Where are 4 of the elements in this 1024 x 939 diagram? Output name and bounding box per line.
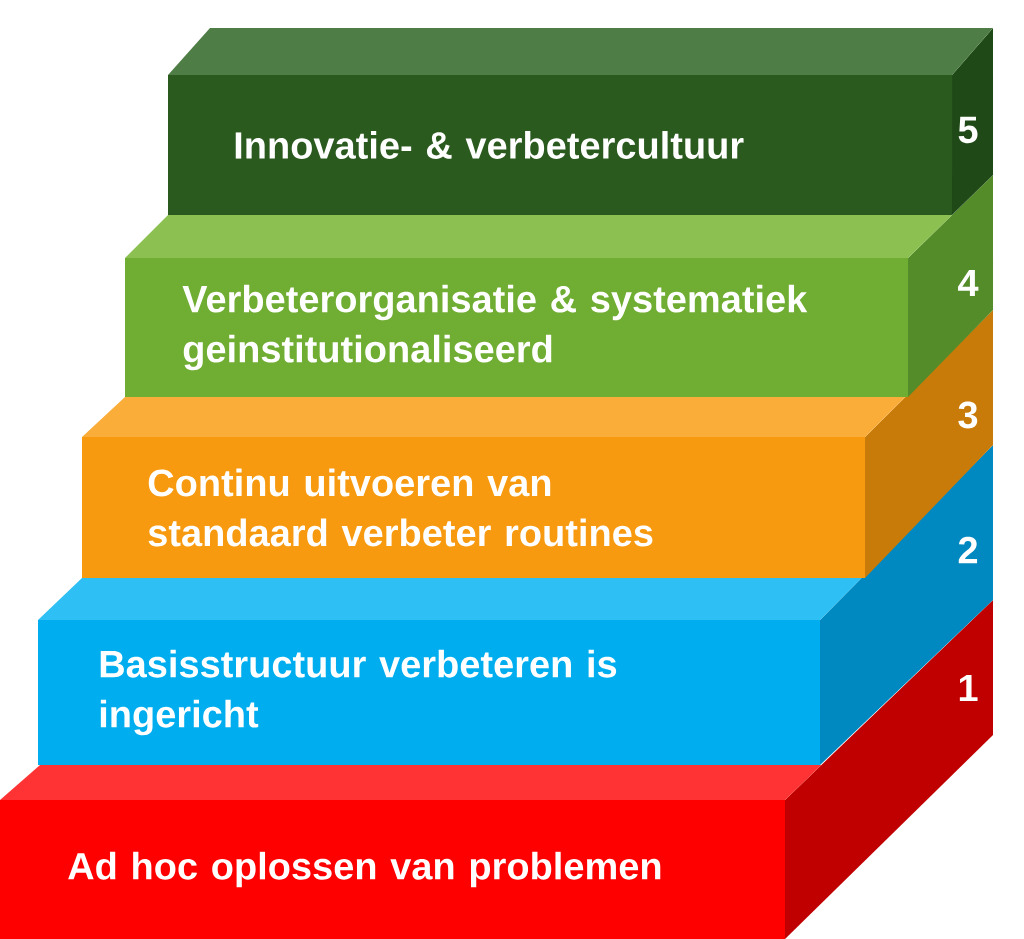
step-number: 3 bbox=[958, 401, 978, 429]
step-number: 4 bbox=[958, 269, 979, 297]
step-number: 2 bbox=[958, 536, 978, 564]
step-number: 1 bbox=[959, 674, 978, 702]
